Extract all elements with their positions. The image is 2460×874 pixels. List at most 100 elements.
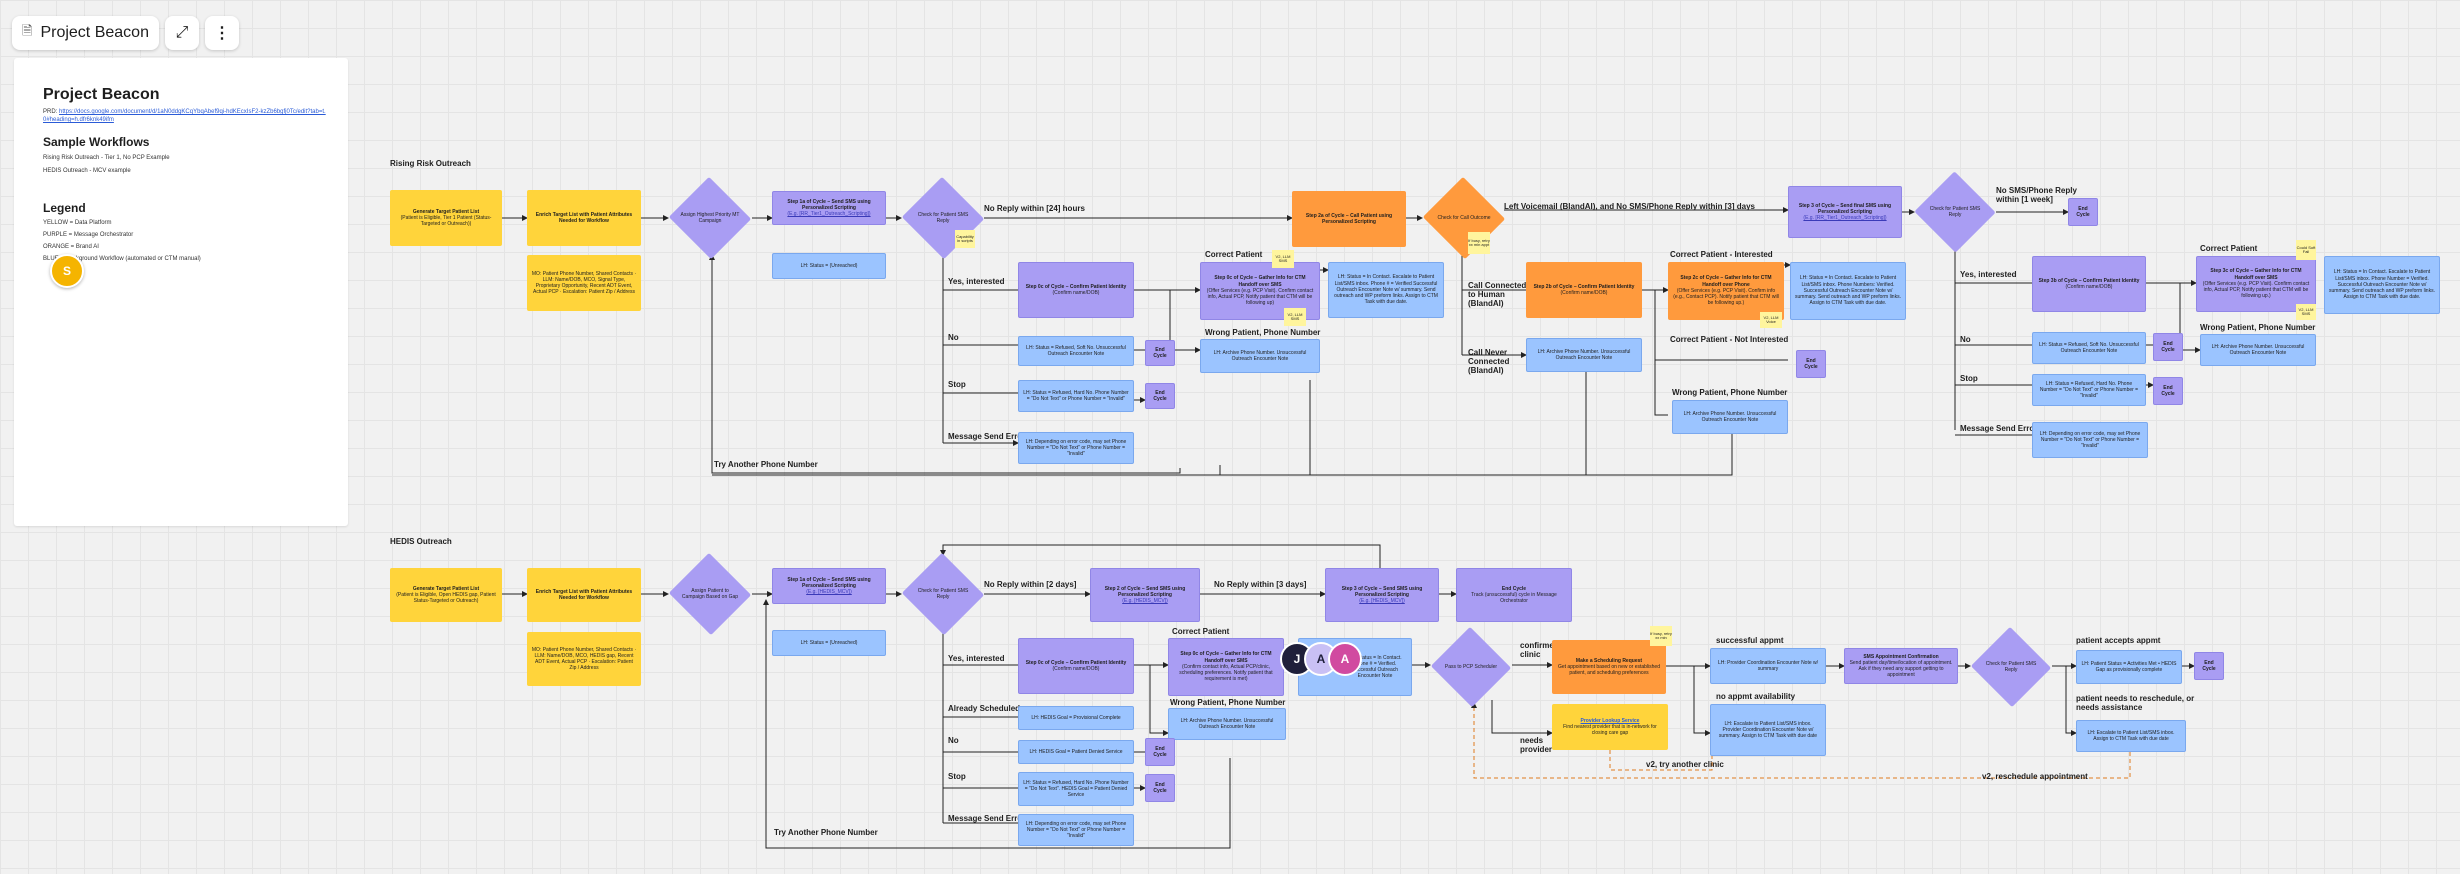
rr-lh-escalate-call[interactable]: LH: Status = In Contact. Escalate to Pat… [1790,262,1906,320]
rr-generate-list[interactable]: Generate Target Patient List(Patient is … [390,190,502,246]
rr-lh-refused-hard[interactable]: LH: Status = Refused, Hard No. Phone Num… [1018,380,1134,412]
rr-end-cycle-4[interactable]: End Cycle [2068,198,2098,226]
hedis-label-wrong-patient: Wrong Patient, Phone Number [1170,698,1286,707]
hedis-label-correct-patient: Correct Patient [1172,627,1230,636]
hedis-lh-activities[interactable]: LH: Patient Status = Activities Met • HE… [2076,650,2182,684]
hedis-step3[interactable]: Step 3 of Cycle – Send SMS using Persona… [1325,568,1439,622]
rr-lh-error-2[interactable]: LH: Depending on error code, may set Pho… [2032,422,2148,458]
rr-sticky-note-5[interactable]: V2, LLM Voice [1760,312,1782,328]
rr-lh-refused-soft-2[interactable]: LH: Status = Refused, Soft No. Unsuccess… [2032,332,2146,364]
hedis-enrich-list[interactable]: Enrich Target List with Patient Attribut… [527,568,641,622]
hedis-sticky-note-8[interactable]: If busy, retry xx min [1650,626,1672,646]
rr-end-cycle-6[interactable]: End Cycle [2153,377,2183,405]
rr-confirm-identity-3-sub: (Confirm name/DOB) [2065,284,2113,290]
hedis-provider-lookup-title: Provider Lookup Service [1580,717,1640,724]
rr-sticky-note-4[interactable]: If busy, retry xx min appt [1468,232,1490,254]
collaborator-avatar-s[interactable]: S [50,254,84,288]
rr-sticky-note-3[interactable]: V2, LLM SMS [1284,308,1306,326]
hedis-assign-campaign[interactable]: Assign Patient to Campaign Based on Gap [668,552,752,636]
rr-enrich-list[interactable]: Enrich Target List with Patient Attribut… [527,190,641,246]
rr-end-cycle-1[interactable]: End Cycle [1145,340,1175,366]
hedis-sms-confirm-title: SMS Appointment Confirmation [1863,653,1939,660]
rr-check-sms-2[interactable]: Check for Patient SMS Reply [1914,171,1996,253]
hedis-enrich-note[interactable]: MO: Patient Phone Number, Shared Contact… [527,632,641,686]
rr-lh-escalate[interactable]: LH: Status = In Contact. Escalate to Pat… [1328,262,1444,318]
rr-lh-archive-3-text: LH: Archive Phone Number. Unsuccessful O… [2211,343,2305,356]
more-options-button[interactable]: ⋮ [204,16,239,50]
rr-lh-refused-hard-2[interactable]: LH: Status = Refused, Hard No. Phone Num… [2032,374,2146,406]
rr-enrich-note[interactable]: MO: Patient Phone Number, Shared Contact… [527,255,641,311]
rr-step1a[interactable]: Step 1a of Cycle – Send SMS using Person… [772,191,886,225]
hedis-lh-escalate-2[interactable]: LH: Escalate to Patient List/SMS inbox. … [2076,720,2186,752]
rr-lh-refused-soft-text: LH: Status = Refused, Soft No. Unsuccess… [1026,344,1126,357]
hedis-lh-provider-coord[interactable]: LH: Provider Coordination Encounter Note… [1710,648,1826,684]
hedis-step1a[interactable]: Step 1a of Cycle – Send SMS using Person… [772,568,886,604]
hedis-end-cycle-2[interactable]: End Cycle [1145,774,1175,802]
rr-lh-archive-call[interactable]: LH: Archive Phone Number. Unsuccessful O… [1526,338,1642,372]
hedis-pass-scheduler[interactable]: Pass to PCP Scheduler [1430,626,1512,708]
board-title-box[interactable]: 🗎 Project Beacon [12,16,159,50]
hedis-check-sms-2[interactable]: Check for Patient SMS Reply [1970,626,2052,708]
rr-assign-campaign[interactable]: Assign Highest Priority MT Campaign [668,176,752,260]
rr-lh-archive-call-text: LH: Archive Phone Number. Unsuccessful O… [1537,348,1631,361]
hedis-lh-error[interactable]: LH: Depending on error code, may set Pho… [1018,814,1134,846]
rr-lh-escalate-3[interactable]: LH: Status = In Contact. Escalate to Pat… [2324,256,2440,314]
prd-line: PRD: https://docs.google.com/document/d/… [43,108,328,125]
expand-button[interactable]: ⤢ [164,16,199,50]
rr-sticky-note-2[interactable]: V2, LLM SMS [1272,250,1294,268]
rr-sticky-note-7[interactable]: V2, LLM SMS [2296,304,2316,320]
rr-end-cycle-3[interactable]: End Cycle [1796,350,1826,378]
rr-sticky-note-6[interactable]: Could Soft Fail [2296,240,2316,260]
rr-check-sms-label: Check for Patient SMS Reply [917,212,969,224]
hedis-lh-escalate[interactable]: LH: Escalate to Patient List/SMS inbox. … [1710,704,1826,756]
rr-lh-refused-soft[interactable]: LH: Status = Refused, Soft No. Unsuccess… [1018,336,1134,366]
rr-end-cycle-5-text: End Cycle [2161,340,2175,353]
hedis-check-sms-label: Check for Patient SMS Reply [917,588,969,600]
rr-confirm-identity[interactable]: Step 0c of Cycle – Confirm Patient Ident… [1018,262,1134,318]
rr-gather-info-phone[interactable]: Step 2c of Cycle – Gather Info for CTM H… [1668,262,1784,320]
rr-confirm-identity-call-sub: (Confirm name/DOB) [1560,290,1608,296]
hedis-step2[interactable]: Step 2 of Cycle – Send SMS using Persona… [1090,568,1200,622]
hedis-lh-archive[interactable]: LH: Archive Phone Number. Unsuccessful O… [1168,708,1286,740]
hedis-lh-declined[interactable]: LH: HEDIS Goal = Patient Denied Service [1018,740,1134,764]
hedis-label-no-reply-3d: No Reply within [3 days] [1214,580,1307,589]
hedis-lh-escalate-2-text: LH: Escalate to Patient List/SMS inbox. … [2087,729,2175,742]
hedis-end-cycle-1[interactable]: End Cycle [1145,738,1175,766]
hedis-confirm-identity[interactable]: Step 0c of Cycle – Confirm Patient Ident… [1018,638,1134,694]
rr-end-cycle-2[interactable]: End Cycle [1145,383,1175,409]
rr-lh-error[interactable]: LH: Depending on error code, may set Pho… [1018,432,1134,464]
rr-lh-archive[interactable]: LH: Archive Phone Number. Unsuccessful O… [1200,339,1320,373]
rr-sticky-note-1[interactable]: Capability in scripts [955,230,975,248]
rr-end-cycle-2-text: End Cycle [1153,389,1167,402]
hedis-end-cycle-3[interactable]: End Cycle [2194,652,2224,680]
rr-lh-unreached[interactable]: LH: Status = (Unreached) [772,253,886,279]
hedis-end-cycle-track-sub: Track (unsuccessful) cycle in Message Or… [1471,591,1557,605]
rr-confirm-identity-3[interactable]: Step 3b of Cycle – Confirm Patient Ident… [2032,256,2146,312]
hedis-gather-info[interactable]: Step 0c of Cycle – Gather Info for CTM H… [1168,638,1284,696]
rr-check-sms[interactable]: Check for Patient SMS Reply [901,176,985,260]
rr-step3-final-sms[interactable]: Step 3 of Cycle – Send final SMS using P… [1788,186,1902,238]
rr-end-cycle-5[interactable]: End Cycle [2153,333,2183,361]
rr-step2a-call[interactable]: Step 2a of Cycle – Call Patient using Pe… [1292,191,1406,247]
hedis-generate-list[interactable]: Generate Target Patient List(Patient is … [390,568,502,622]
document-icon: 🗎 [22,23,33,38]
rr-step1a-title: Step 1a of Cycle – Send SMS using Person… [787,198,871,211]
rr-step2a-title: Step 2a of Cycle – Call Patient using Pe… [1305,212,1393,225]
rr-check-call-outcome[interactable]: Check for Call Outcome [1422,176,1506,260]
hedis-lh-refused-hard[interactable]: LH: Status = Refused, Hard No. Phone Num… [1018,772,1134,806]
rr-confirm-identity-call[interactable]: Step 2b of Cycle – Confirm Patient Ident… [1526,262,1642,318]
collaborator-avatar-a2[interactable]: A [1328,642,1362,676]
rr-lh-escalate-text: LH: Status = In Contact. Escalate to Pat… [1334,274,1438,306]
prd-link[interactable]: https://docs.google.com/document/d/1aN0d… [43,109,326,124]
rr-lh-archive-3[interactable]: LH: Archive Phone Number. Unsuccessful O… [2200,334,2316,366]
rr-gather-info-3[interactable]: Step 3c of Cycle – Gather Info for CTM H… [2196,256,2316,312]
hedis-lh-unreached[interactable]: LH: Status = (Unreached) [772,630,886,656]
hedis-lh-provisional[interactable]: LH: HEDIS Goal = Provisional Complete [1018,706,1134,730]
rr-gather-phone-title: Step 2c of Cycle – Gather Info for CTM H… [1680,275,1772,288]
hedis-check-sms[interactable]: Check for Patient SMS Reply [901,552,985,636]
rr-lh-archive-2[interactable]: LH: Archive Phone Number. Unsuccessful O… [1672,400,1788,434]
